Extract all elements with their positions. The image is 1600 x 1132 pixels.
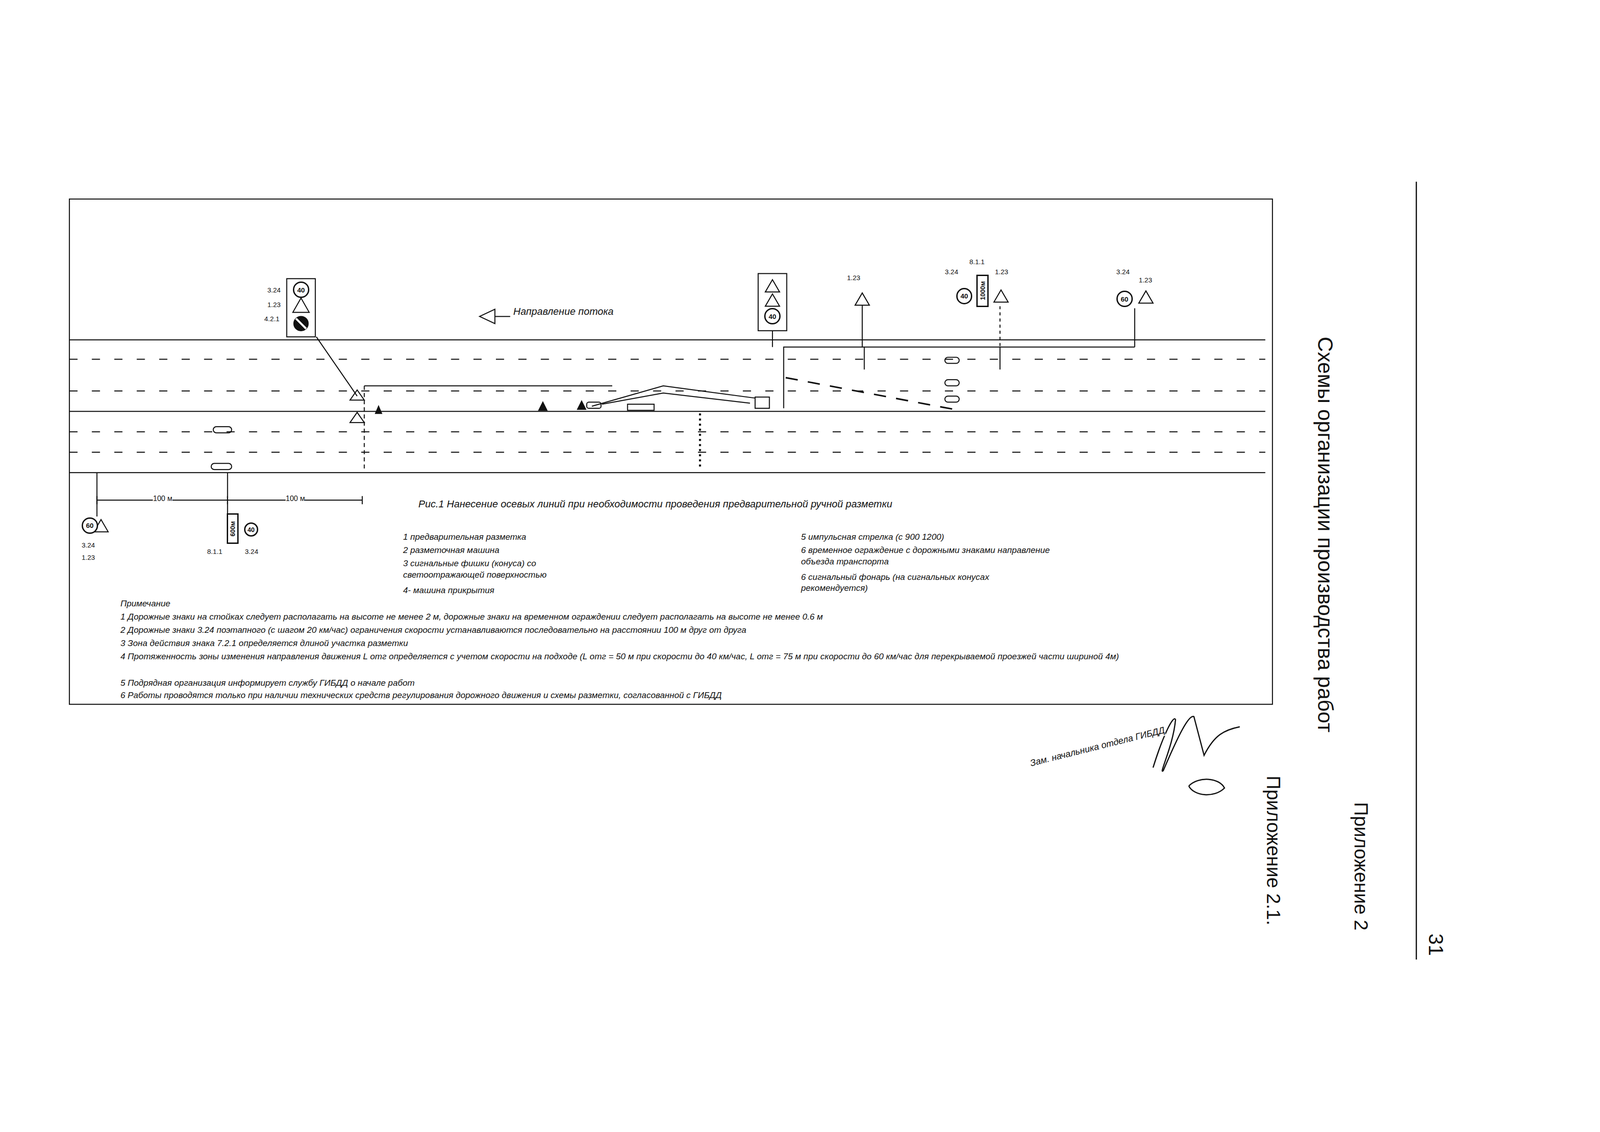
appendix-heading: Приложение 2.1. [1261,775,1287,926]
speed-sign: 60 [1116,290,1133,308]
sign-code: 1.23 [1138,275,1152,285]
sign-text: 40 [768,312,777,321]
sign-text: 1000м [979,281,987,301]
speed-sign: 40 [292,281,310,298]
figure-frame [69,198,1273,704]
distance-plate: 1000м [976,274,989,308]
figure-caption: Рис.1 Нанесение осевых линий при необход… [418,497,991,511]
legend-item: 6 временное ограждение с дорожными знака… [801,544,1057,568]
sign-code: 1.23 [81,552,95,563]
page-number: 31 [1422,933,1449,956]
appendix-heading: Приложение 2 [1348,802,1374,931]
sign-code: 3.24 [244,547,259,557]
dimension: 100 м [152,494,172,504]
sign-text: 40 [297,286,305,294]
sign-code: 1.23 [846,273,860,283]
direction-arrow [479,309,511,324]
work-zone [316,336,1135,470]
road [69,339,1266,473]
legend-item: 3 сигнальные фишки (конуса) со светоотра… [402,557,597,581]
flow-direction: Направление потока [513,305,614,319]
page-rule [1415,181,1418,960]
speed-sign: 40 [764,307,781,325]
sign-boards [93,273,1154,532]
note: 3 Зона действия знака 7.2.1 определяется… [120,637,1259,650]
legend-item: 1 предварительная разметка [402,531,597,543]
sign-code: 8.1.1 [969,257,985,267]
sign-code: 3.24 [944,267,959,277]
speed-sign: 60 [81,517,99,534]
distance-plate: 600м [226,513,240,544]
legend-item: 6 сигнальный фонарь (на сигнальных конус… [801,571,1057,595]
signature-caption: Зам. начальника отдела ГИБДД [1028,723,1167,769]
sign-text: 600м [229,521,237,537]
sign-code: 4.2.1 [264,314,280,324]
sign-text: 40 [247,526,255,534]
legend-item: 2 разметочная машина [402,544,597,557]
vehicles [211,357,959,470]
sign-code: 3.24 [267,285,281,295]
note: 5 Подрядная организация информирует служ… [120,677,1259,689]
dimension: 100 м [285,494,305,504]
legend-item: 5 импульсная стрелка (с 900 1200) [801,531,1057,543]
sign-text: 40 [960,291,969,300]
speed-sign: 40 [244,522,259,537]
sign-code: 8.1.1 [207,547,223,557]
note-heading: Примечание [120,598,171,610]
note: 4 Протяженность зоны изменения направлен… [120,651,1259,663]
sign-code: 1.23 [267,300,281,310]
note: 1 Дорожные знаки на стойках следует расп… [120,611,1259,623]
sign-code: 1.23 [995,267,1009,277]
legend-item: 4- машина прикрытия [402,584,597,597]
page-title: Схемы организации производства работ [1311,336,1340,733]
note: 2 Дорожные знаки 3.24 поэтапного (с шаго… [120,624,1259,636]
sign-code: 3.24 [81,540,95,550]
note: 6 Работы проводятся только при наличии т… [120,689,1259,702]
sign-code: 3.24 [1116,267,1130,277]
signature-scribble [1152,716,1240,795]
sign-text: 60 [85,521,94,530]
sign-text: 60 [1120,295,1129,303]
speed-sign: 40 [956,287,973,305]
